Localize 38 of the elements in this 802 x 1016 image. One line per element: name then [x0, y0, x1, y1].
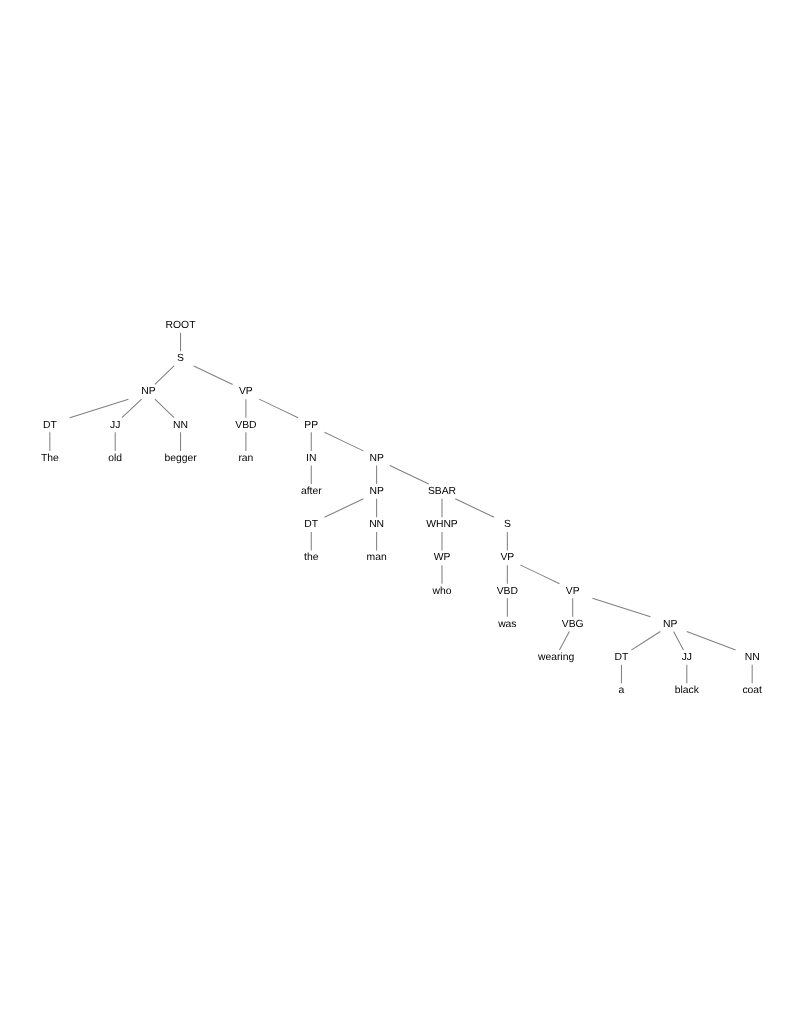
connector — [441, 564, 443, 585]
connector — [572, 597, 574, 618]
connector — [686, 664, 688, 684]
connector — [520, 564, 560, 585]
connector — [454, 498, 495, 518]
connector — [245, 431, 247, 452]
connector — [323, 431, 364, 452]
connector — [376, 531, 378, 551]
connector — [193, 365, 234, 385]
connector — [245, 398, 247, 419]
connector — [376, 465, 378, 485]
connector — [310, 465, 312, 485]
connector — [69, 398, 129, 419]
connector — [591, 597, 652, 618]
connector — [389, 465, 430, 485]
connector — [630, 631, 661, 651]
connector — [506, 531, 508, 551]
connector — [49, 431, 51, 452]
connector — [180, 332, 182, 352]
connector — [154, 365, 175, 385]
connector — [441, 531, 443, 551]
connector — [441, 498, 443, 518]
connector — [558, 631, 570, 651]
connector — [310, 531, 312, 551]
connector — [310, 431, 312, 452]
connector — [323, 498, 364, 518]
connector — [686, 631, 737, 651]
connector — [506, 597, 508, 618]
connector — [376, 498, 378, 518]
connector — [258, 398, 299, 419]
connector — [751, 664, 753, 684]
connector — [121, 398, 143, 419]
connector — [154, 398, 175, 419]
connector — [180, 431, 182, 452]
connector — [114, 431, 116, 452]
connector — [506, 564, 508, 585]
connector — [620, 664, 622, 684]
connector — [673, 631, 684, 651]
